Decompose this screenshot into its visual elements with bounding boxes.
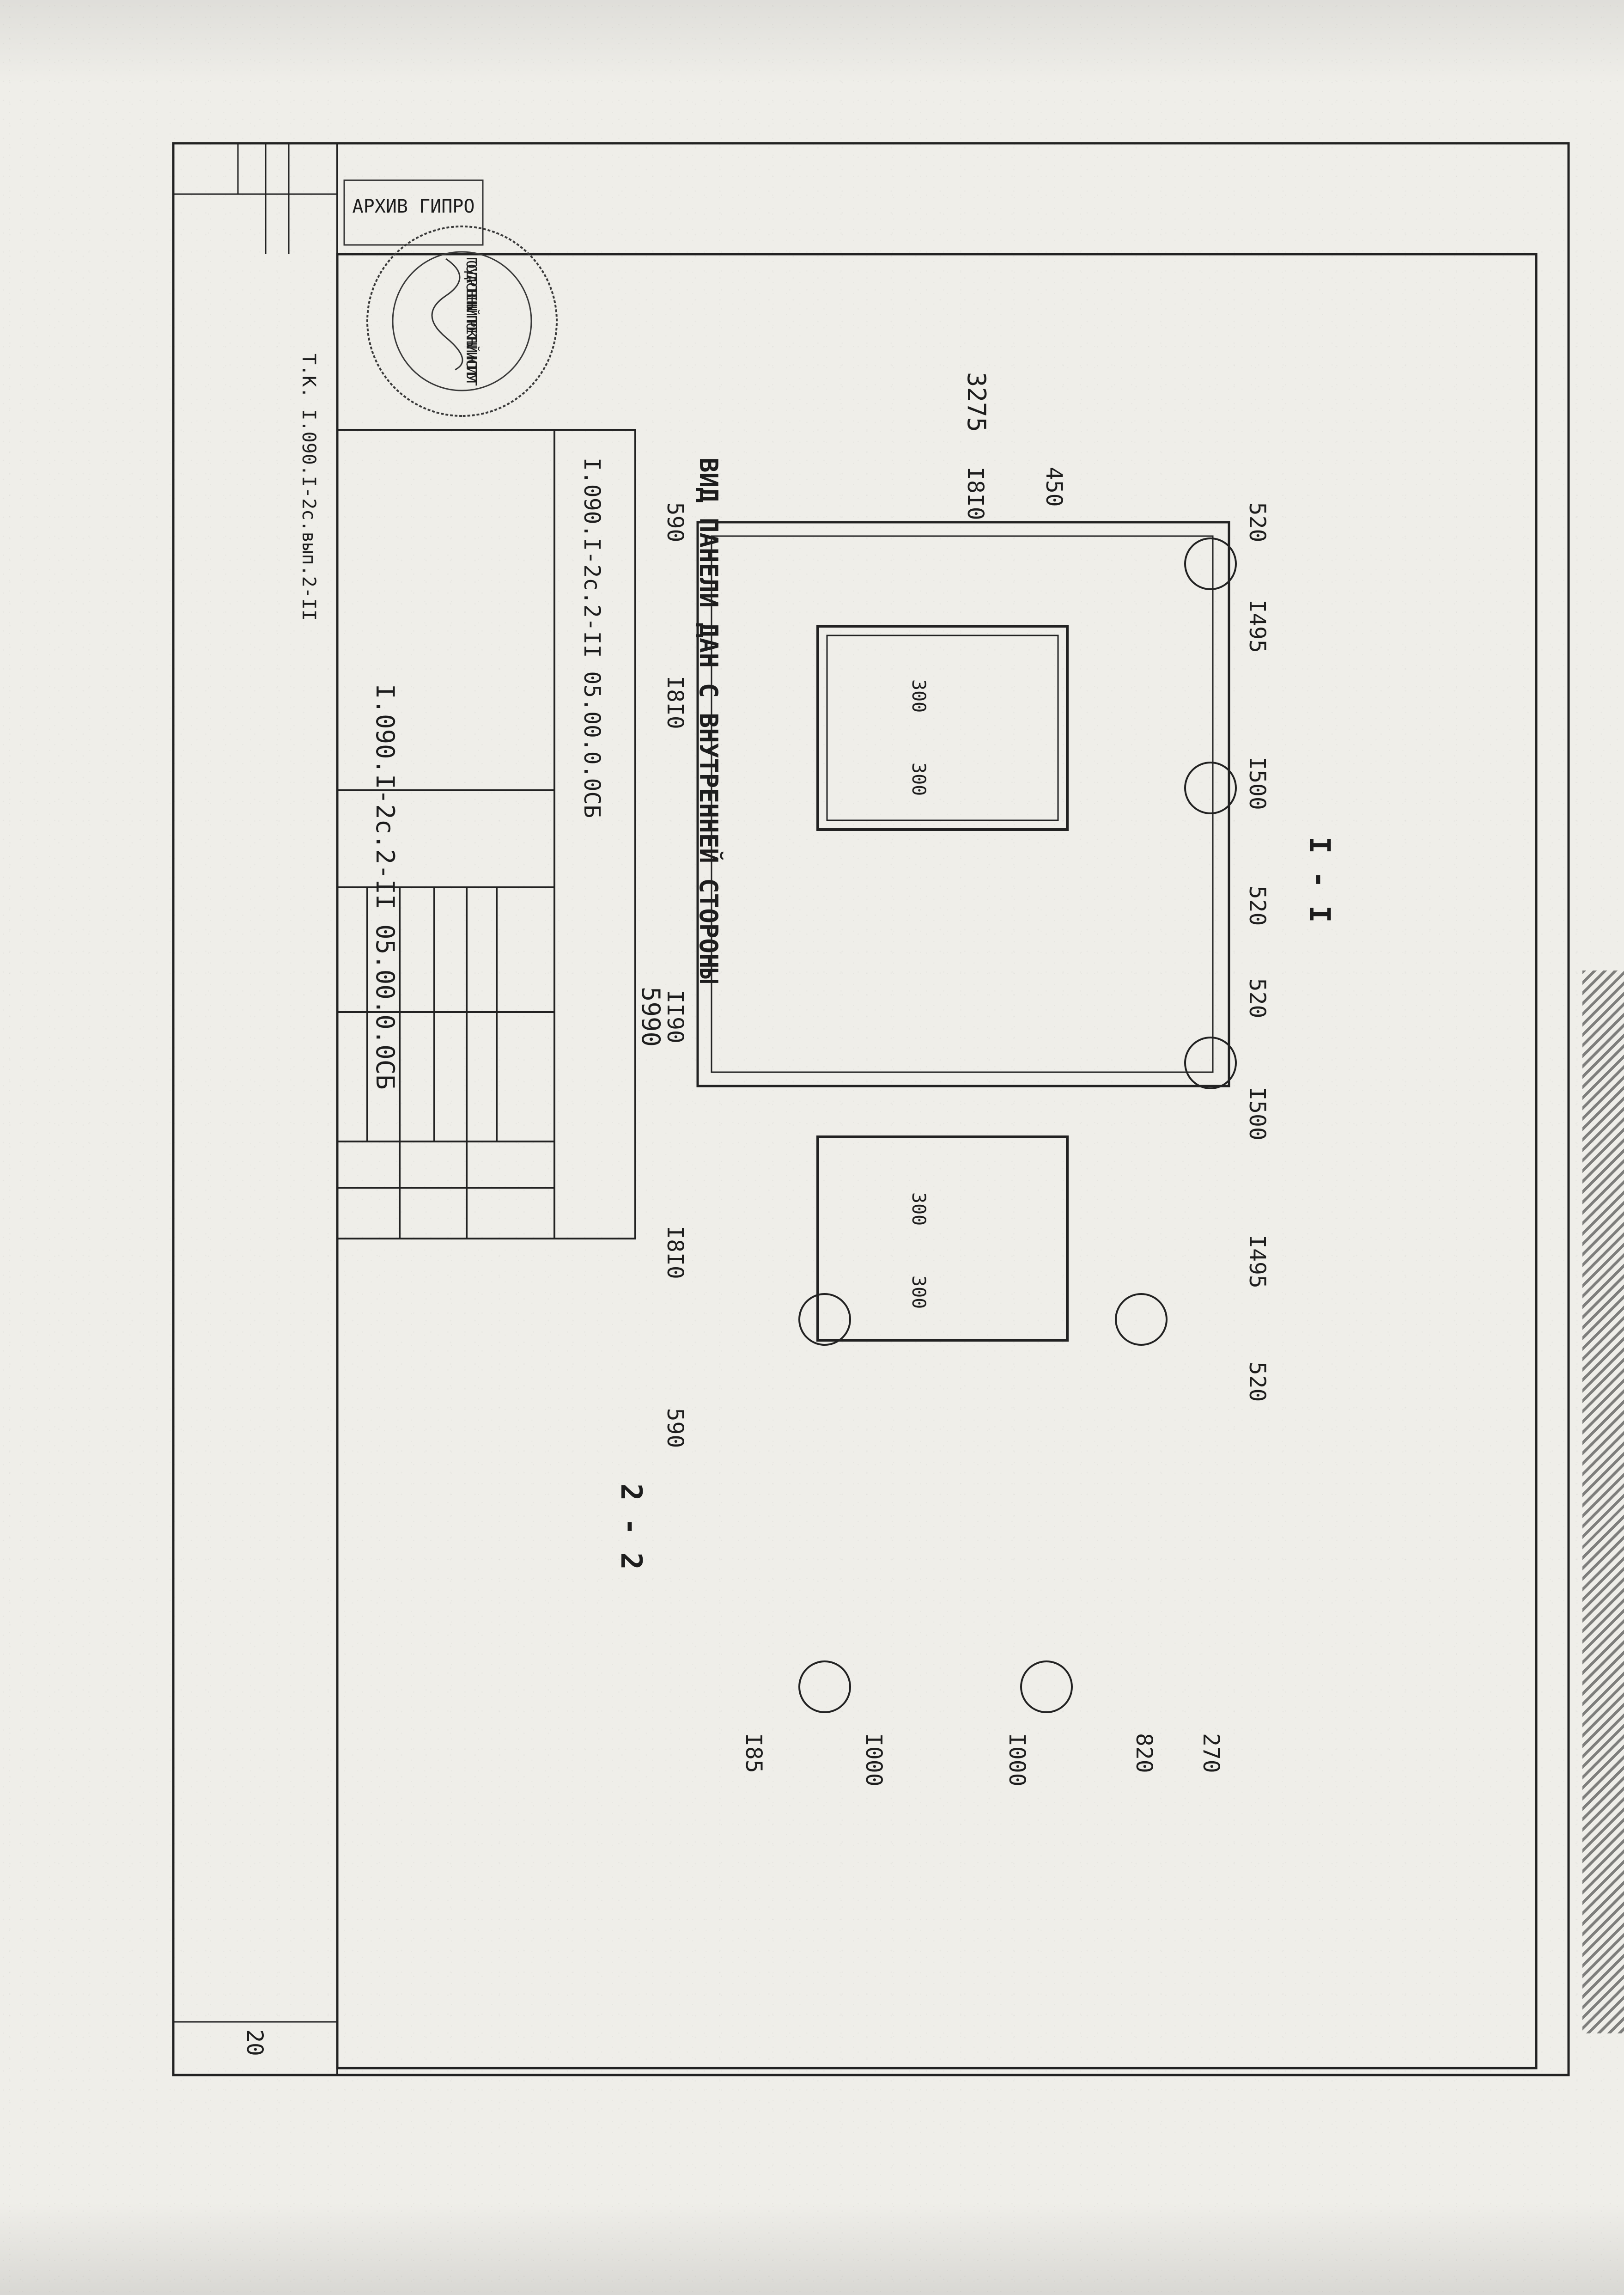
scan-shadow-bottom bbox=[0, 2203, 1624, 2295]
dim-right-top-0: 450 bbox=[1041, 467, 1067, 507]
dim-bottom-2: II90 bbox=[662, 990, 688, 1044]
document-code: I.090.I-2c.2-II 05.00.0.0СБ bbox=[579, 458, 605, 818]
archive-label: АРХИВ ГИПРО bbox=[343, 179, 484, 246]
dim-top-4: 520 bbox=[1244, 978, 1270, 1019]
scan-shadow-top bbox=[0, 0, 1624, 83]
dim-top-3: 520 bbox=[1244, 886, 1270, 926]
binding-margin bbox=[173, 143, 337, 254]
dim-right-top-1: I8I0 bbox=[962, 467, 988, 520]
drawing-sheet: 20 Т.К. I.090.I-2с.вып.2-II ГОСУДАРСТВЕН… bbox=[172, 142, 1570, 2076]
drawing-svg: 20 Т.К. I.090.I-2с.вып.2-II ГОСУДАРСТВЕН… bbox=[172, 142, 1570, 2076]
dim-left-0: 270 bbox=[1198, 1733, 1224, 1773]
dim-opening-1: 300 bbox=[908, 763, 929, 796]
dim-top-5: I500 bbox=[1244, 1087, 1270, 1141]
dim-overall-length: 5990 bbox=[636, 987, 665, 1047]
dim-bottom-1: I8I0 bbox=[662, 676, 688, 729]
dim-left-3: I000 bbox=[861, 1733, 887, 1787]
stamp-signature bbox=[431, 258, 463, 371]
section-label-2: 2 - 2 bbox=[614, 1483, 648, 1570]
dim-top-0: 520 bbox=[1244, 502, 1270, 543]
dim-left-1: 820 bbox=[1131, 1733, 1157, 1773]
dim-top-2: I500 bbox=[1244, 757, 1270, 810]
dim-top-1: I495 bbox=[1244, 599, 1270, 653]
dim-top-6: I495 bbox=[1244, 1235, 1270, 1288]
dim-opening-2: 300 bbox=[908, 1192, 929, 1226]
scan-torn-edge bbox=[1582, 970, 1624, 2033]
title-block-info: I.090.I-2c.2-II 05.00.0.0СБ bbox=[579, 458, 605, 818]
dim-opening-0: 300 bbox=[908, 679, 929, 713]
dim-height: 3275 bbox=[962, 372, 991, 432]
dimension-labels: 520 I495 I500 520 520 I500 I495 520 5990… bbox=[636, 372, 1270, 1787]
dim-opening-3: 300 bbox=[908, 1276, 929, 1309]
dim-left-4: I85 bbox=[741, 1733, 766, 1773]
page-number: 20 bbox=[242, 2029, 268, 2056]
archive-label-text: АРХИВ ГИПРО bbox=[353, 196, 475, 217]
series-note: Т.К. I.090.I-2с.вып.2-II bbox=[298, 354, 319, 621]
callout-circles bbox=[798, 537, 1237, 1713]
dim-bottom-3: I8I0 bbox=[662, 1226, 688, 1279]
dim-bottom-0: 590 bbox=[662, 502, 688, 543]
stamp-text: ГОСУДАРСТВЕННЫЙ ПРОЕКТНЫЙ ИНСТИТУТ bbox=[463, 256, 480, 386]
dim-left-2: I000 bbox=[1004, 1733, 1030, 1787]
dim-top-7: 520 bbox=[1244, 1362, 1270, 1402]
archive-stamp: ГОСУДАРСТВЕННЫЙ ПРОЕКТНЫЙ ИНСТИТУТ bbox=[366, 226, 558, 417]
panel-view bbox=[696, 521, 1230, 1342]
dim-bottom-4: 590 bbox=[662, 1408, 688, 1448]
staff-table bbox=[336, 789, 555, 888]
section-label-1: I - I bbox=[1303, 836, 1337, 923]
